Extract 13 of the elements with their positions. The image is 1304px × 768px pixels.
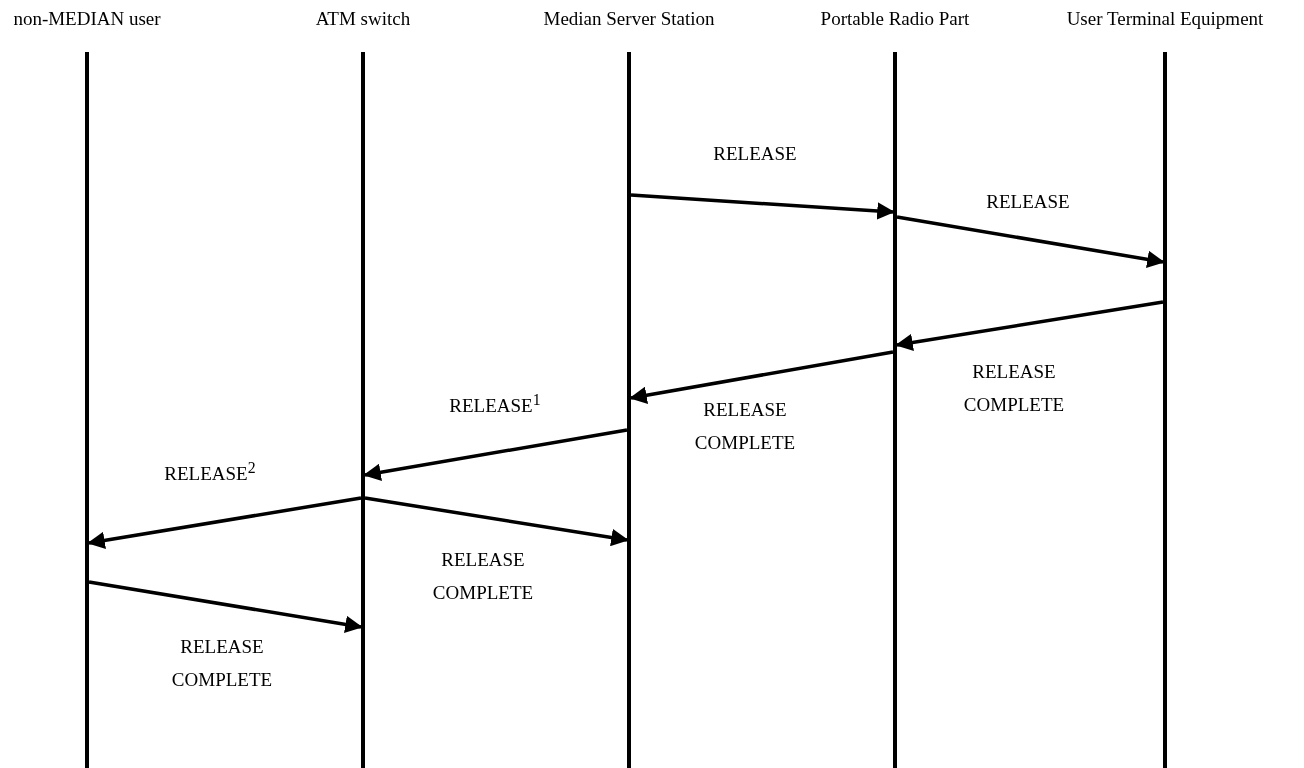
- message-arrow: [629, 350, 894, 404]
- message-arrow: [630, 193, 895, 220]
- message-arrow: [363, 428, 628, 481]
- message-arrow: [87, 496, 362, 550]
- participant-label: Portable Radio Part: [820, 8, 970, 30]
- participant-label: ATM switch: [315, 8, 411, 30]
- message-arrow: [88, 580, 363, 634]
- participant-label: User Terminal Equipment: [1066, 8, 1264, 30]
- message-arrow: [895, 300, 1164, 352]
- message-arrow: [896, 215, 1165, 268]
- participant-label: non-MEDIAN user: [13, 8, 161, 30]
- participant-label: Median Server Station: [543, 8, 715, 30]
- message-arrow: [364, 496, 629, 547]
